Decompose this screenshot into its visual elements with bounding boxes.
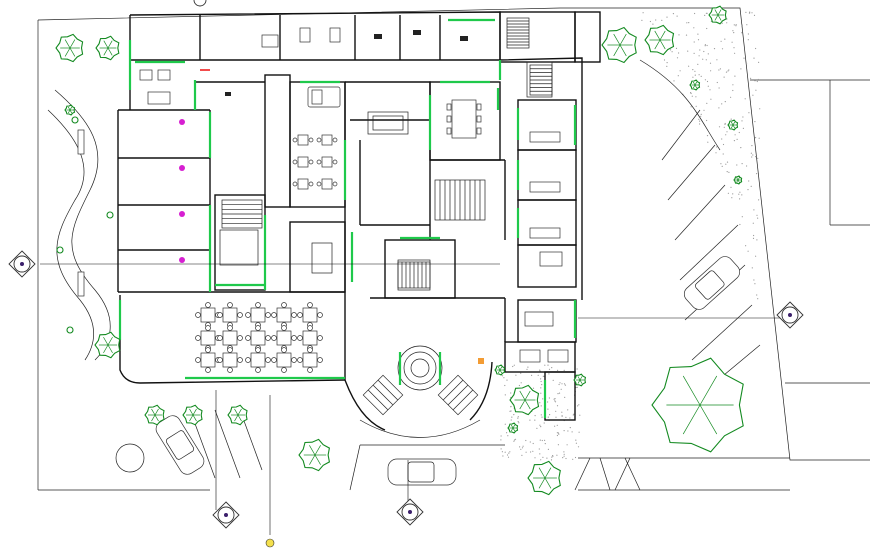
tree [689, 79, 701, 91]
dining-table [217, 325, 243, 351]
tree [144, 404, 165, 426]
tree [708, 5, 727, 25]
bench [77, 129, 85, 155]
axis-lines [40, 263, 790, 535]
tree [601, 26, 637, 64]
stair-flight [506, 17, 530, 49]
bench [77, 271, 85, 297]
tree [95, 35, 120, 61]
stair-flight [221, 199, 263, 229]
cafe-tables [292, 134, 338, 190]
meeting-table [446, 99, 482, 139]
dining-table [297, 347, 323, 373]
tree [298, 438, 331, 472]
entrance-rotunda [359, 345, 484, 438]
glazing [118, 18, 577, 418]
dining-table [271, 302, 297, 328]
cafe-table [292, 156, 314, 168]
cafe-table [292, 178, 314, 190]
tree [64, 104, 76, 116]
cafe-table [316, 178, 338, 190]
tree [727, 119, 739, 131]
axis-marker-east [776, 301, 804, 329]
dining-table [297, 325, 323, 351]
lounge-sofa [307, 86, 341, 108]
entrance-hatch [349, 444, 790, 491]
stairs [221, 17, 553, 289]
tree [509, 384, 540, 416]
dining-table [245, 325, 271, 351]
tree [55, 33, 84, 63]
tree [733, 175, 743, 185]
car-bottom [387, 458, 457, 486]
dining-table [217, 302, 243, 328]
parking-bays [639, 59, 761, 396]
car-left [155, 415, 205, 475]
site-boundary [37, 7, 870, 491]
axis-marker-west [8, 250, 36, 278]
restaurant-tables [195, 302, 323, 373]
stair-flight [397, 261, 431, 289]
tree [527, 460, 561, 496]
tree [573, 373, 587, 387]
stair-flight [529, 64, 553, 96]
axis-dot-bottom [265, 538, 275, 548]
dining-table [195, 302, 221, 328]
tree [94, 331, 121, 359]
tree [644, 24, 675, 56]
trees [55, 5, 744, 496]
dining-table [245, 347, 271, 373]
toilets [139, 27, 468, 105]
tree [182, 404, 203, 426]
room-tags [179, 69, 210, 263]
car-right [683, 256, 741, 310]
dining-table [271, 347, 297, 373]
axis-marker-south-2 [396, 498, 424, 526]
stair-flight [434, 179, 486, 221]
cafe-table [316, 134, 338, 146]
axis-marker-south-1 [212, 501, 240, 529]
dining-table [297, 302, 323, 328]
tree [494, 364, 506, 376]
axis-marker-north [193, 0, 207, 7]
tree [651, 357, 744, 453]
cafe-table [316, 156, 338, 168]
tree [227, 404, 248, 426]
dining-table [245, 302, 271, 328]
dining-table [217, 347, 243, 373]
cafe-table [292, 134, 314, 146]
dining-table [195, 325, 221, 351]
office-desks [519, 131, 569, 363]
dining-table [195, 347, 221, 373]
tree [507, 422, 519, 434]
dining-table [271, 325, 297, 351]
